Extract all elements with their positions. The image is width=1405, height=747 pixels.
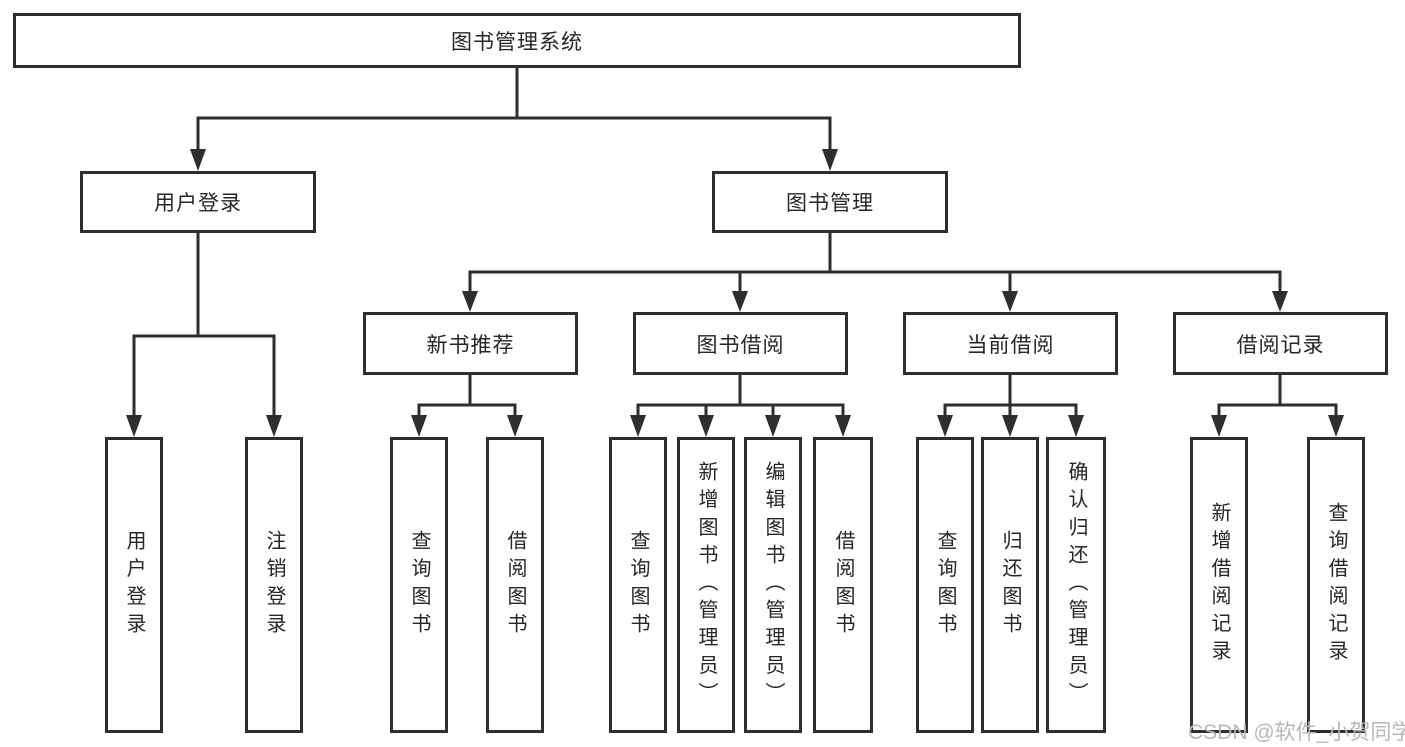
node-root-system: 图书管理系统 xyxy=(13,13,1021,68)
csdn-watermark: CSDN @软件_小贺同学 xyxy=(1188,721,1405,744)
node-user-login: 用户登录 xyxy=(80,171,316,233)
leaf-add-borrow-record: 新增借阅记录 xyxy=(1190,437,1248,733)
leaf-recommend-query-books: 查询图书 xyxy=(390,437,448,733)
node-book-borrow: 图书借阅 xyxy=(633,312,848,375)
node-borrow-record: 借阅记录 xyxy=(1173,312,1388,375)
node-new-book-recommend: 新书推荐 xyxy=(363,312,578,375)
leaf-user-login: 用户登录 xyxy=(105,437,163,733)
node-current-borrow: 当前借阅 xyxy=(903,312,1118,375)
leaf-recommend-borrow-books: 借阅图书 xyxy=(486,437,544,733)
leaf-add-books-admin: 新增图书（管理员） xyxy=(677,437,735,733)
leaf-query-borrow-record: 查询借阅记录 xyxy=(1307,437,1365,733)
node-book-management: 图书管理 xyxy=(712,171,948,233)
leaf-confirm-return-admin: 确认归还（管理员） xyxy=(1046,437,1106,733)
leaf-borrow-books: 借阅图书 xyxy=(813,437,873,733)
leaf-current-query-books: 查询图书 xyxy=(916,437,974,733)
arrowheads xyxy=(126,149,1344,437)
leaf-logout: 注销登录 xyxy=(245,437,303,733)
leaf-edit-books-admin: 编辑图书（管理员） xyxy=(744,437,802,733)
leaf-borrow-query-books: 查询图书 xyxy=(609,437,667,733)
leaf-return-books: 归还图书 xyxy=(981,437,1039,733)
